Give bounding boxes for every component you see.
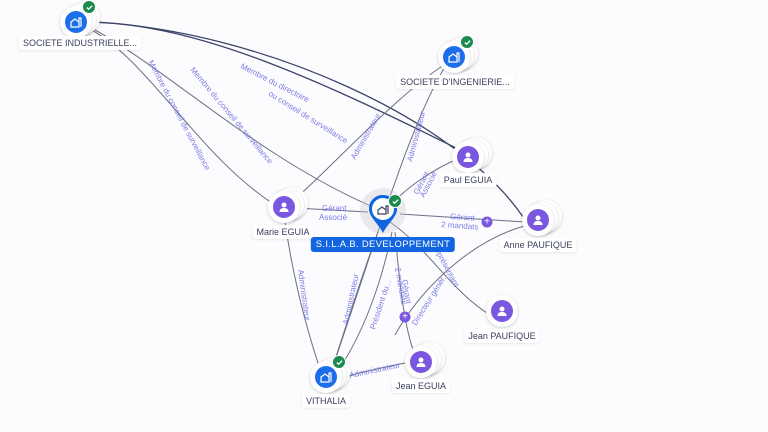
edge-label: Administrateur [296,269,312,322]
edge-label: Gérant [450,212,476,223]
node-label: VITHALIA [301,394,351,408]
person-node[interactable] [452,135,492,175]
verified-icon [332,355,346,369]
node-label: Paul EGUIA [439,173,497,187]
node-label: Jean EGUIA [391,379,451,393]
person-icon [527,209,549,231]
building-icon [65,11,87,33]
person-icon [491,300,513,322]
edge [294,207,369,213]
center-node-label: S.I.L.A.B. DEVELOPPEMENT [310,237,456,252]
edge-label: Administrateur [341,273,361,326]
edge-label: Associé [319,213,348,222]
verified-icon [82,0,96,14]
expand-button[interactable]: + [399,311,411,323]
node-label: SOCIETE INDUSTRIELLE... [18,36,142,50]
node-label: SOCIETE D'INGENIERIE... [396,75,514,89]
center-node[interactable] [360,188,406,238]
person-node[interactable] [405,340,445,380]
edge-label: Administrateur [349,112,383,161]
person-node[interactable] [268,185,308,225]
node-label: Marie EGUIA [252,225,314,239]
node-label: Jean PAUFIQUE [464,329,540,343]
edge-label: Administrateur [349,360,402,380]
edge-label: Directeur génér... [410,270,450,327]
person-node[interactable] [486,295,520,329]
edge [399,213,526,223]
company-node[interactable] [310,355,350,395]
building-icon [315,366,337,388]
person-icon [410,351,432,373]
edge-label: 2 mandats [393,267,408,305]
expand-button[interactable]: + [481,216,493,228]
person-icon [273,196,295,218]
edge-label: Président du... [368,279,393,331]
edge [389,221,491,316]
person-node[interactable] [522,198,562,238]
edge-label: Gérant [322,204,347,213]
person-icon [457,146,479,168]
verified-icon [388,194,402,208]
verified-icon [460,35,474,49]
node-label: Anne PAUFIQUE [499,238,577,252]
building-icon [443,46,465,68]
edge-label: 2 mandats [441,220,479,232]
company-node[interactable] [438,35,478,75]
company-node[interactable] [60,0,100,40]
edge-label: Gérant [400,279,413,305]
